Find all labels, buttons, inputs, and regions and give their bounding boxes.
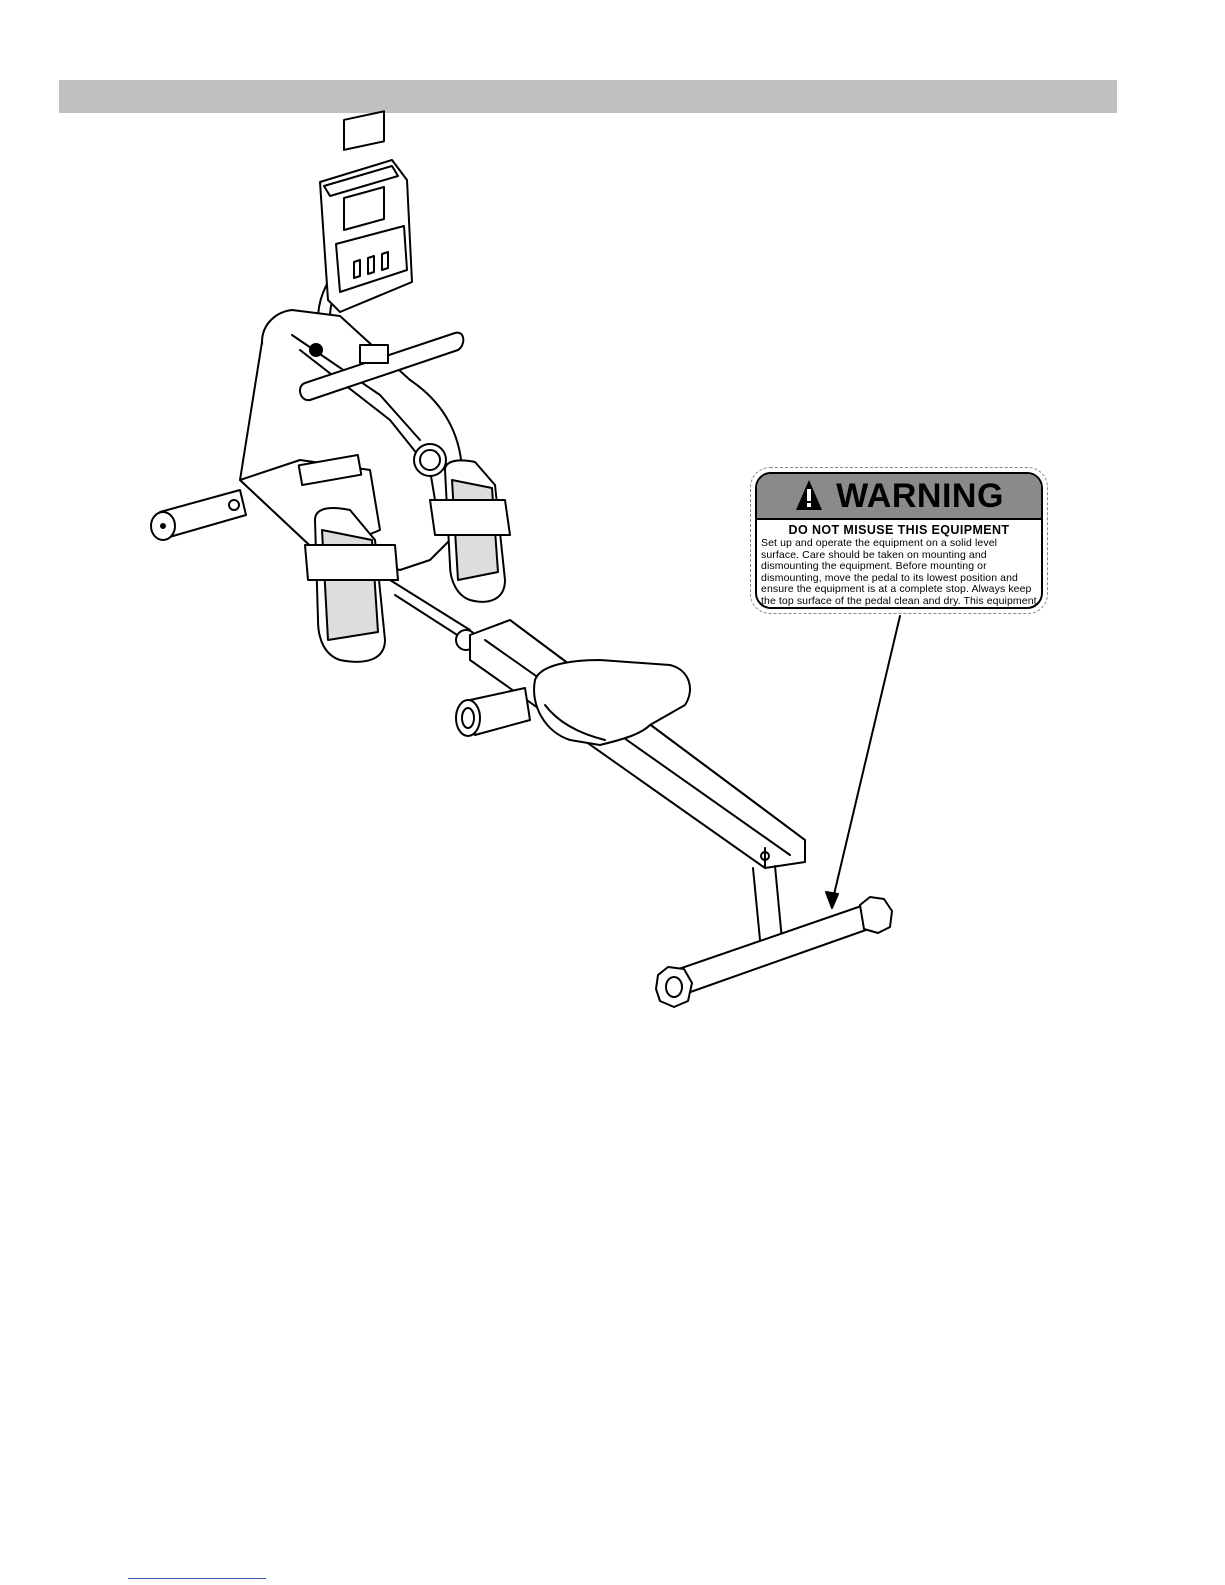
label-pointer-arrow — [825, 615, 901, 909]
warning-subheading: DO NOT MISUSE THIS EQUIPMENT — [788, 523, 1010, 537]
warning-heading: WARNING — [836, 477, 1004, 515]
console-display — [319, 110, 413, 313]
warning-label-header: WARNING — [757, 474, 1041, 520]
front-stabilizer — [150, 489, 247, 541]
warning-body-text: Set up and operate the equipment on a so… — [761, 537, 1037, 607]
warning-label-inner: WARNING DO NOT MISUSE THIS EQUIPMENT Set… — [755, 472, 1043, 609]
handle-bar — [298, 331, 465, 402]
left-pedal — [304, 507, 399, 663]
tension-knob — [455, 687, 531, 737]
rear-stabilizer — [655, 865, 893, 1008]
seat-rail — [469, 619, 806, 869]
right-pedal — [429, 459, 511, 603]
seat — [533, 659, 691, 746]
exclamation-warning-icon — [796, 480, 823, 510]
warning-label: WARNING DO NOT MISUSE THIS EQUIPMENT Set… — [750, 467, 1048, 614]
section-header-bar — [59, 80, 1117, 113]
footer-rule — [128, 1578, 266, 1579]
